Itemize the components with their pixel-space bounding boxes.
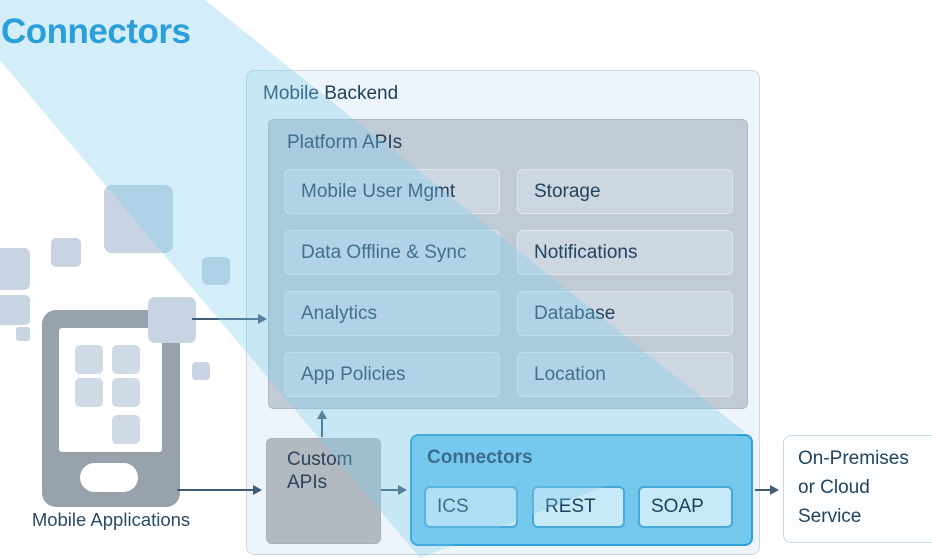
page-title: Connectors (1, 12, 191, 51)
platform-item-mobile-user-mgmt: Mobile User Mgmt (284, 169, 500, 214)
confetti-square (202, 257, 230, 285)
mobile-backend-box: Mobile Backend Platform APIs Mobile User… (246, 70, 760, 555)
arrow-connectors-to-onprem (755, 489, 770, 491)
on-premises-box: On-Premises or Cloud Service (783, 435, 932, 543)
platform-item-analytics: Analytics (284, 291, 500, 336)
arrow-phone-to-platform (192, 318, 258, 320)
platform-apis-label: Platform APIs (287, 132, 403, 153)
platform-item-app-policies: App Policies (284, 352, 500, 397)
arrow-custom-apis-to-connectors (381, 489, 398, 491)
connector-item-rest: REST (532, 486, 625, 528)
platform-item-notifications: Notifications (517, 230, 733, 275)
on-premises-line: Service (798, 506, 862, 527)
confetti-square (0, 248, 30, 290)
platform-item-location: Location (517, 352, 733, 397)
app-tile-icon (112, 415, 140, 444)
custom-apis-box: Custom APIs (266, 438, 381, 544)
phone-home-button-icon (80, 463, 138, 492)
confetti-square (104, 185, 173, 253)
arrowhead-icon (258, 314, 267, 324)
connectors-box-label: Connectors (427, 447, 533, 468)
confetti-square (192, 362, 210, 380)
mobile-backend-label: Mobile Backend (263, 83, 399, 104)
app-tile-icon (75, 345, 103, 374)
confetti-square (0, 295, 30, 325)
arrowhead-icon (398, 485, 407, 495)
connector-item-soap: SOAP (638, 486, 733, 528)
connectors-box: Connectors ICS REST SOAP (410, 434, 753, 546)
platform-item-storage: Storage (517, 169, 733, 214)
confetti-square (16, 327, 30, 341)
arrowhead-icon (253, 485, 262, 495)
mobile-applications-label: Mobile Applications (31, 509, 191, 530)
on-premises-line: or Cloud (798, 477, 870, 498)
confetti-square (51, 238, 81, 267)
confetti-square (148, 297, 196, 343)
on-premises-line: On-Premises (798, 448, 909, 469)
arrowhead-icon (317, 410, 327, 419)
platform-item-database: Database (517, 291, 733, 336)
app-tile-icon (75, 378, 103, 407)
arrow-phone-to-custom-apis (177, 489, 253, 491)
arrowhead-icon (770, 485, 779, 495)
arrow-custom-apis-to-platform (321, 419, 323, 437)
app-tile-icon (112, 345, 140, 374)
connector-item-ics: ICS (424, 486, 518, 528)
app-tile-icon (112, 378, 140, 407)
platform-apis-box: Platform APIs Mobile User Mgmt Storage D… (268, 119, 748, 409)
platform-item-data-offline-sync: Data Offline & Sync (284, 230, 500, 275)
platform-apis-grid: Mobile User Mgmt Storage Data Offline & … (284, 169, 733, 397)
